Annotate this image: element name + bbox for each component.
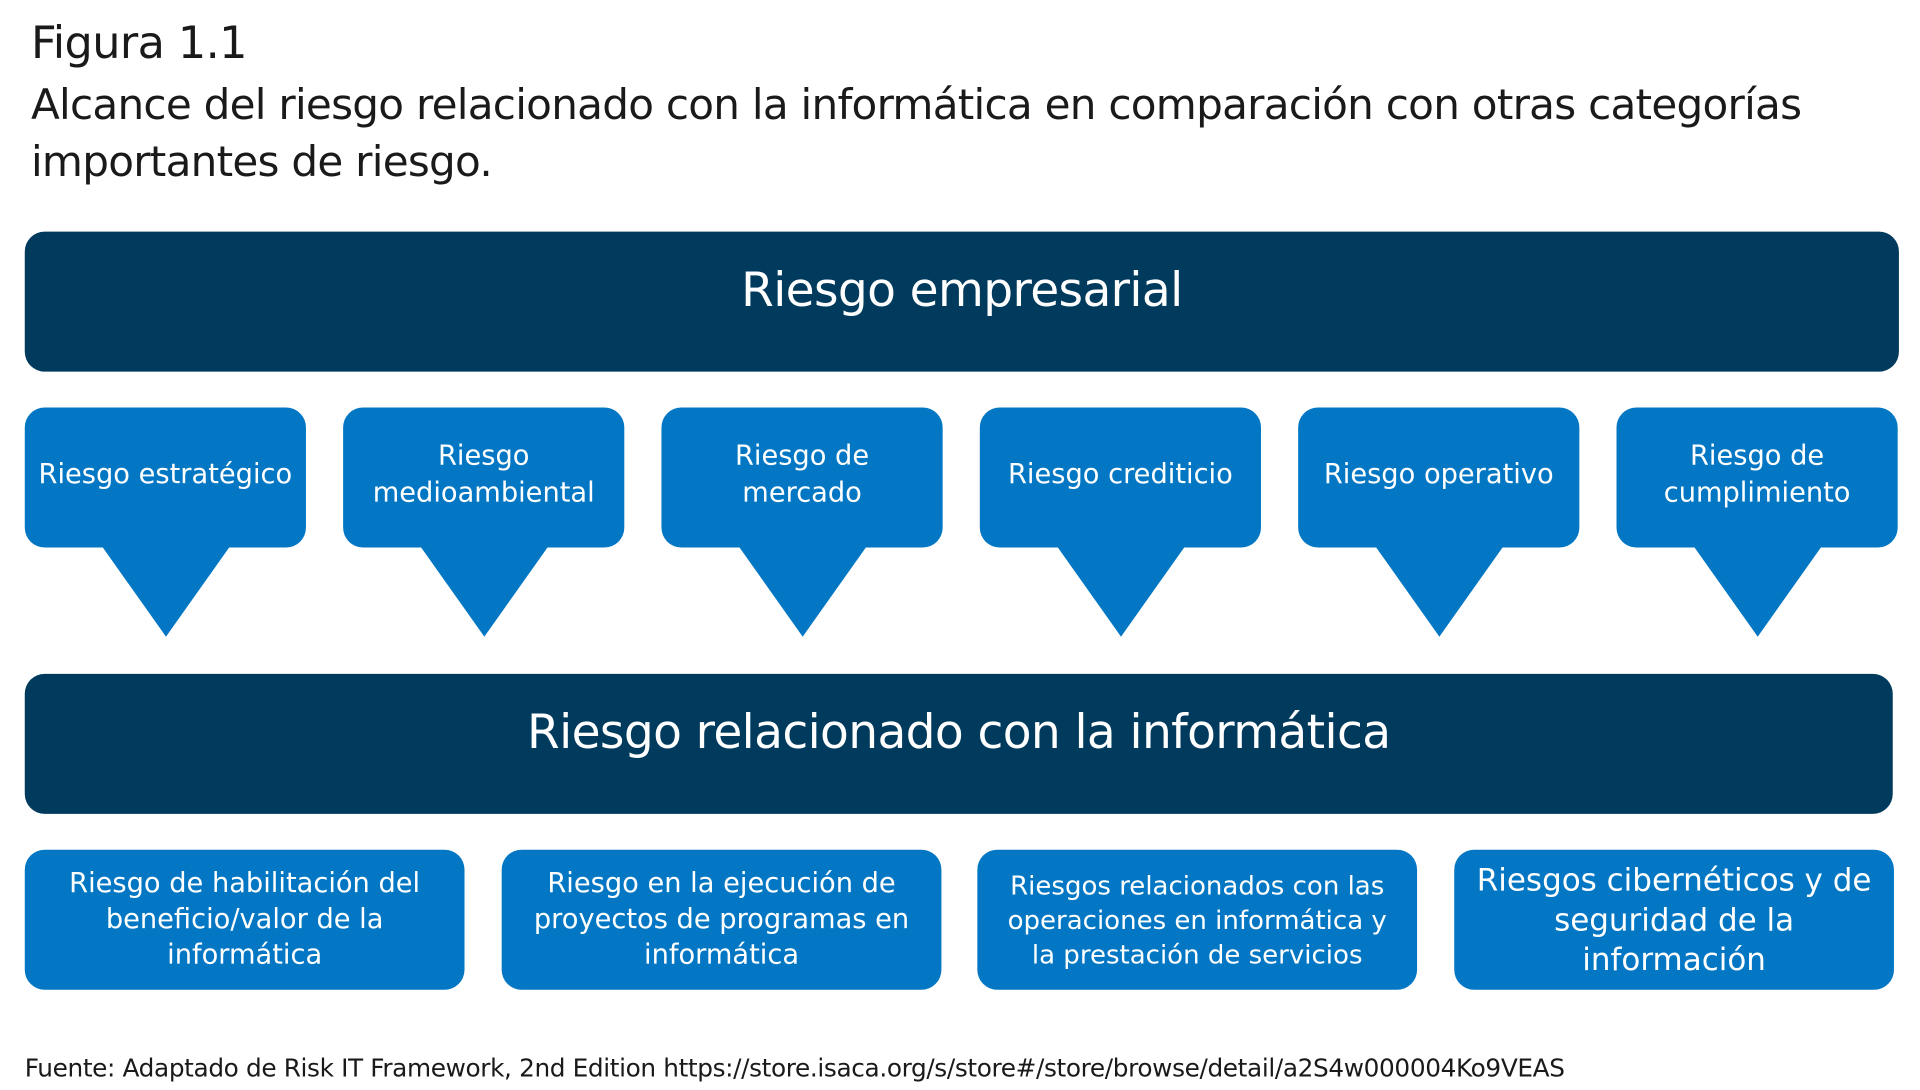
it-benefit-value-risk-box: Riesgo de habilitación del beneficio/val… bbox=[24, 849, 465, 990]
callout-label: Riesgo medioambiental bbox=[372, 440, 595, 509]
it-program-project-risk-box: Riesgo en la ejecución de proyectos de p… bbox=[501, 849, 942, 990]
enterprise-risk-label: Riesgo empresarial bbox=[741, 261, 1183, 317]
figure-source: Fuente: Adaptado de Risk IT Framework, 2… bbox=[24, 1052, 1565, 1083]
callout-label: Riesgo estratégico bbox=[38, 458, 293, 490]
subbox-label: Riesgo en la ejecución de proyectos de p… bbox=[533, 868, 910, 972]
figure-label: Figura 1.1 bbox=[30, 18, 248, 70]
callout-label: Riesgo de cumplimiento bbox=[1663, 440, 1851, 509]
subbox-label: Riesgos relacionados con las operaciones… bbox=[1007, 870, 1387, 970]
callout-strategic-risk: Riesgo estratégico bbox=[24, 407, 306, 637]
figure-title: Alcance del riesgo relacionado con la in… bbox=[30, 80, 1802, 188]
callout-credit-risk: Riesgo crediticio bbox=[979, 407, 1261, 637]
it-risk-label: Riesgo relacionado con la informática bbox=[527, 704, 1391, 759]
cyber-infosec-risk-box: Riesgos cibernéticos y de seguridad de l… bbox=[1454, 849, 1894, 990]
subbox-label: Riesgos cibernéticos y de seguridad de l… bbox=[1476, 861, 1872, 977]
callout-compliance-risk: Riesgo de cumplimiento bbox=[1616, 407, 1898, 637]
it-operations-service-risk-box: Riesgos relacionados con las operaciones… bbox=[977, 849, 1418, 990]
callout-label: Riesgo operativo bbox=[1323, 458, 1554, 490]
callout-label: Riesgo crediticio bbox=[1007, 458, 1233, 490]
enterprise-risk-band: Riesgo empresarial bbox=[24, 231, 1899, 372]
callout-label: Riesgo de mercado bbox=[734, 440, 870, 509]
it-risk-band: Riesgo relacionado con la informática bbox=[24, 673, 1893, 814]
subbox-label: Riesgo de habilitación del beneficio/val… bbox=[69, 868, 421, 972]
callout-market-risk: Riesgo de mercado bbox=[661, 407, 943, 637]
callout-environmental-risk: Riesgo medioambiental bbox=[343, 407, 625, 637]
callout-operational-risk: Riesgo operativo bbox=[1298, 407, 1580, 637]
